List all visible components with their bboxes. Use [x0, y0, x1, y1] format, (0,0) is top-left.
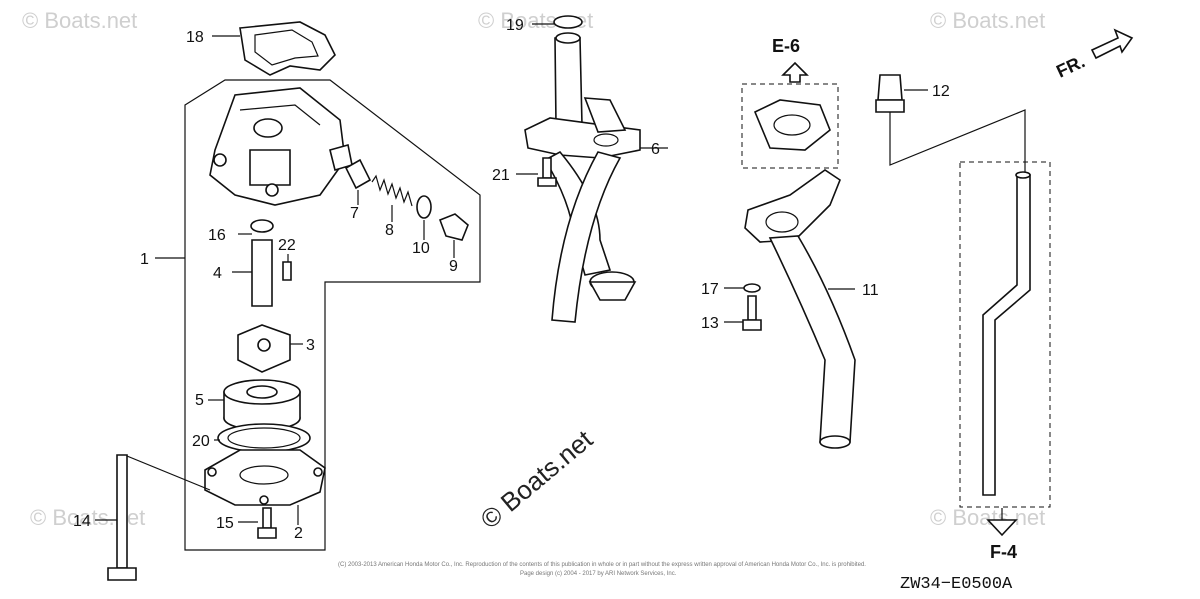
part-6-strainer	[524, 32, 668, 323]
part-8-spring	[371, 174, 413, 222]
callout-9[interactable]: 9	[449, 258, 458, 275]
ref-dipstick-tube	[982, 171, 1031, 496]
callout-labels: 1 2 3 4 5 6 7 8 9 10 11 12 13 14 15 16 1…	[73, 17, 950, 542]
watermark-bottom-right: © Boats.net	[930, 505, 1045, 530]
part-22-pin	[282, 254, 292, 281]
callout-1[interactable]: 1	[140, 251, 149, 268]
callout-16[interactable]: 16	[208, 227, 226, 244]
ref-box-f4	[959, 161, 1051, 508]
ref-label-down[interactable]: F-4	[990, 542, 1017, 562]
part-11-pipe	[744, 169, 856, 449]
part-9-bolt	[438, 213, 469, 258]
callout-19[interactable]: 19	[506, 17, 524, 34]
watermark-top-left: © Boats.net	[22, 8, 137, 33]
callout-11[interactable]: 11	[862, 282, 879, 299]
group-outline	[184, 79, 481, 551]
copyright-line-2: Page design (c) 2004 - 2017 by ARI Netwo…	[520, 571, 677, 577]
part-16-washer	[238, 219, 274, 235]
callout-13[interactable]: 13	[701, 315, 719, 332]
part-20-gasket	[214, 423, 311, 453]
callout-12[interactable]: 12	[932, 83, 950, 100]
part-10-washer	[416, 195, 432, 240]
fr-arrow-icon	[1090, 28, 1134, 60]
part-13-bolt	[724, 295, 762, 331]
callout-17[interactable]: 17	[701, 281, 719, 298]
ref-box-e6	[741, 83, 839, 169]
part-7-sleeve	[344, 158, 372, 205]
callout-21[interactable]: 21	[492, 167, 510, 184]
callout-15[interactable]: 15	[216, 515, 234, 532]
callout-14[interactable]: 14	[73, 513, 91, 530]
callout-7[interactable]: 7	[350, 205, 359, 222]
part-pump-body	[209, 87, 353, 206]
part-4-shaft	[232, 239, 273, 307]
callout-20[interactable]: 20	[192, 433, 210, 450]
part-3-inner-rotor	[237, 324, 303, 373]
part-2-cover	[204, 449, 326, 525]
callout-6[interactable]: 6	[651, 141, 660, 158]
part-17-washer	[724, 283, 761, 293]
watermark-center: © Boats.net	[475, 424, 599, 535]
diagram-code: ZW34−E0500A	[900, 575, 1013, 594]
watermark-top-right: © Boats.net	[930, 8, 1045, 33]
part-21-bolt	[516, 157, 557, 187]
ref-gasket-e6	[753, 99, 831, 151]
part-15-bolt	[238, 507, 277, 539]
copyright-line-1: (C) 2003-2013 American Honda Motor Co., …	[338, 562, 866, 568]
ref-label-up[interactable]: E-6	[772, 36, 800, 56]
callout-18[interactable]: 18	[186, 29, 204, 46]
callout-4[interactable]: 4	[213, 265, 222, 282]
part-19-o-ring	[532, 15, 583, 29]
part-12-cap	[875, 74, 1026, 172]
callout-3[interactable]: 3	[306, 337, 315, 354]
direction-label: FR.	[1053, 51, 1088, 81]
arrow-up-icon	[781, 61, 809, 83]
callout-22[interactable]: 22	[278, 237, 296, 254]
callout-10[interactable]: 10	[412, 240, 430, 257]
part-14-long-bolt	[95, 454, 211, 581]
callout-5[interactable]: 5	[195, 392, 204, 409]
part-18-gasket	[212, 21, 336, 76]
callout-2[interactable]: 2	[294, 525, 303, 542]
part-5-outer-rotor	[208, 379, 301, 431]
callout-8[interactable]: 8	[385, 222, 394, 239]
